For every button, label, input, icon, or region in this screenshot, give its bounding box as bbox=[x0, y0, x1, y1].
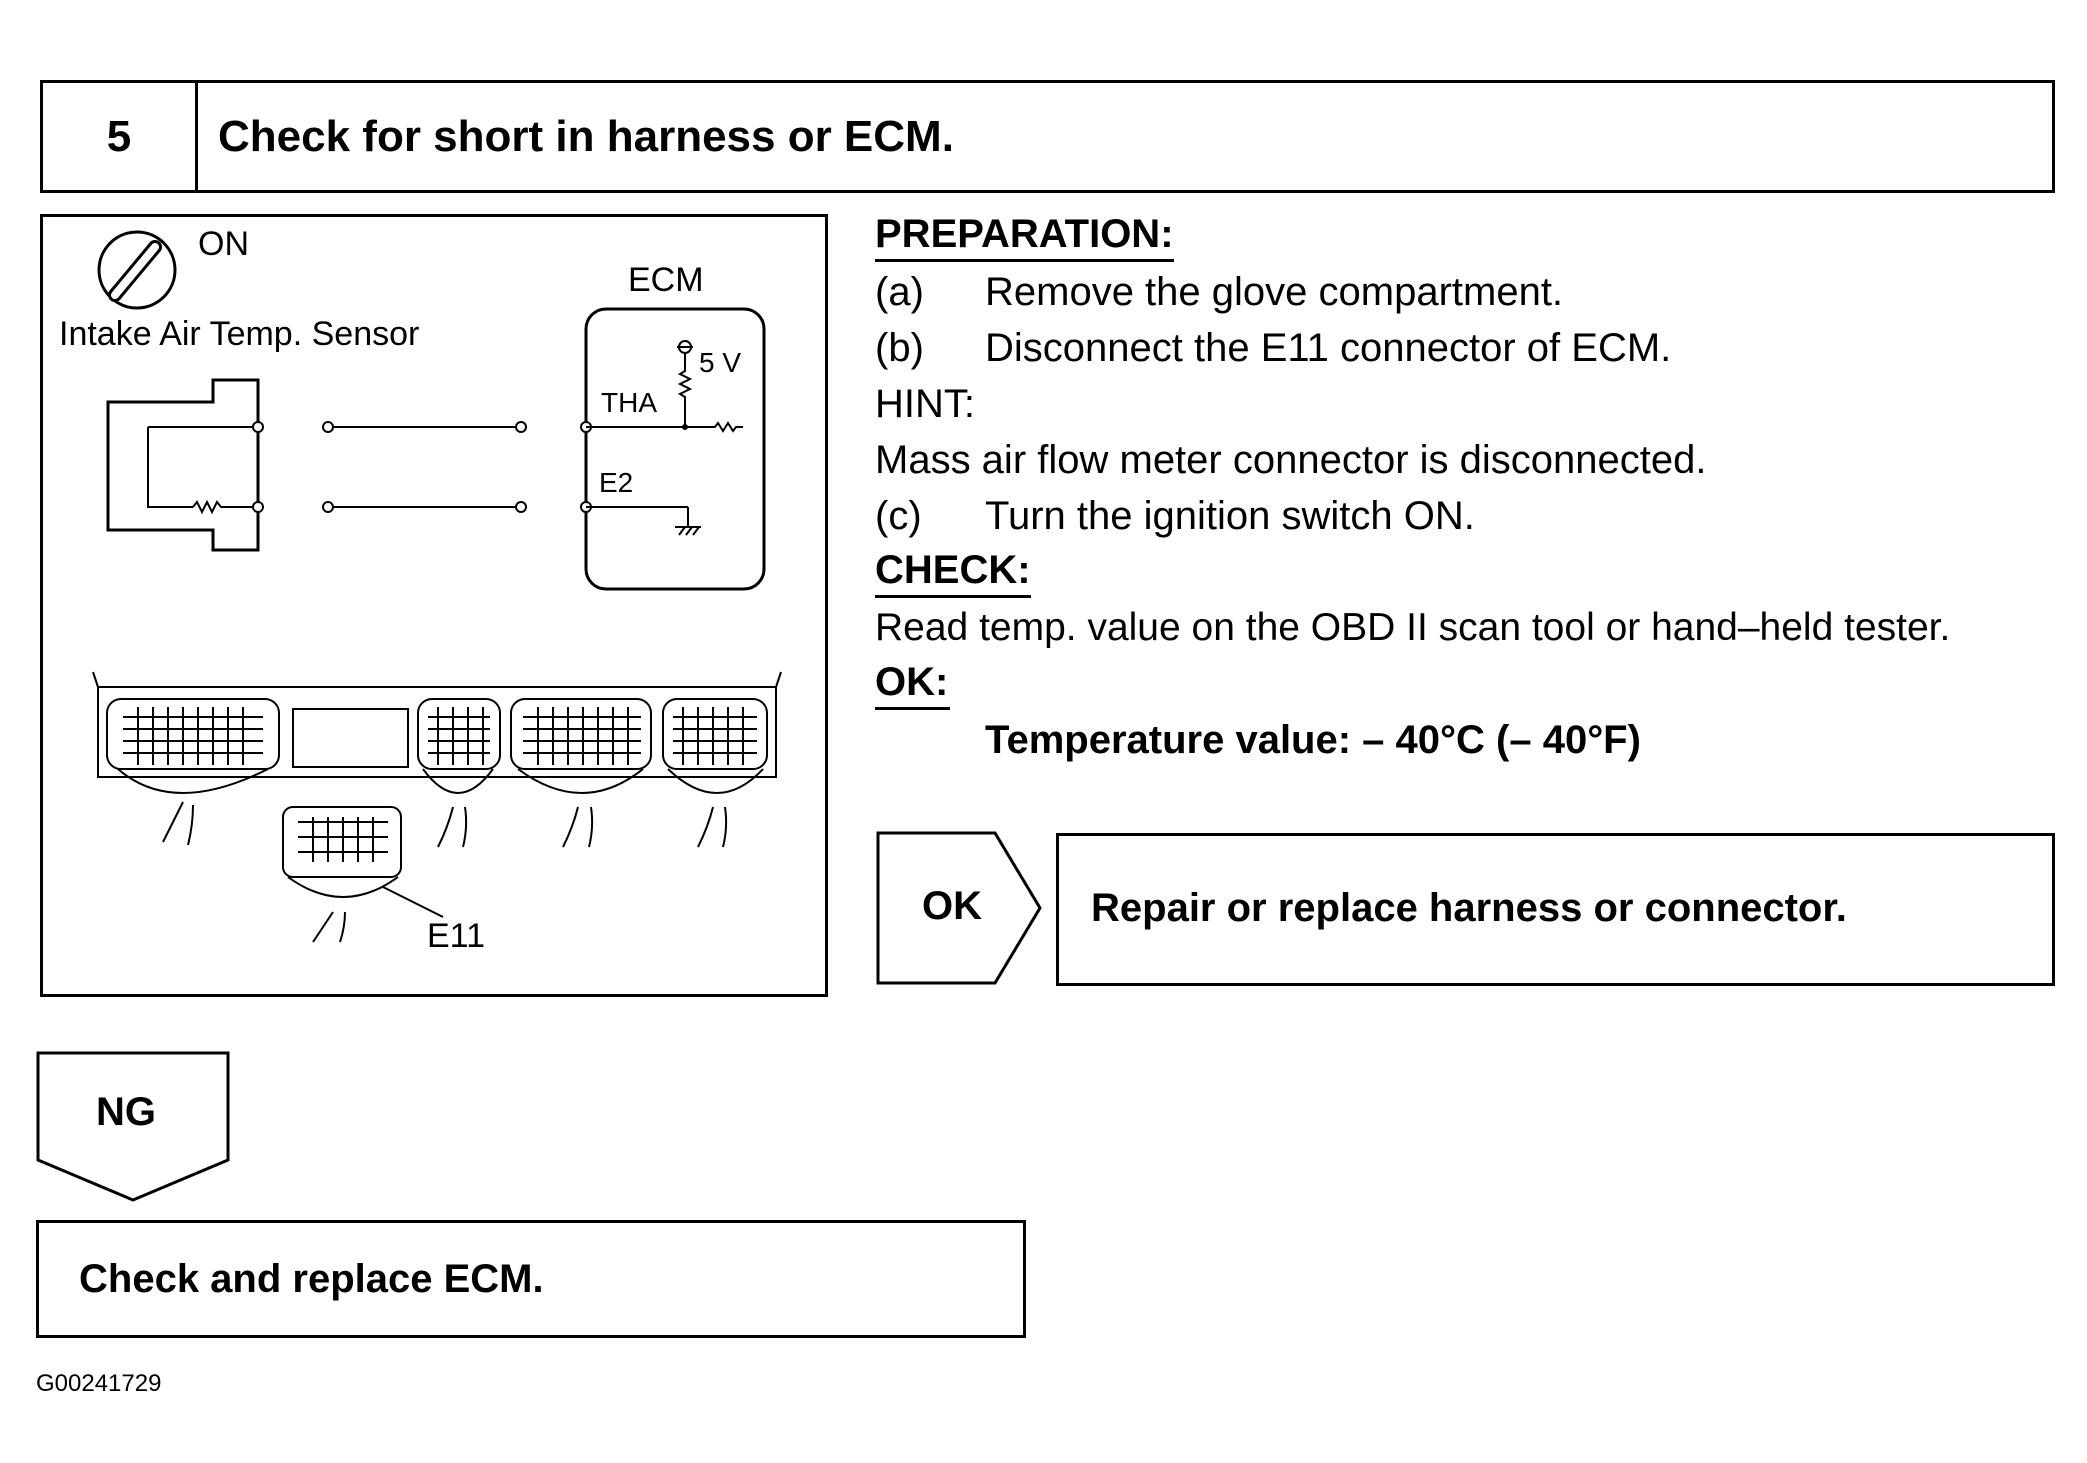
prep-item-a-text: Remove the glove compartment. bbox=[985, 270, 1564, 314]
ok-heading: OK: bbox=[875, 660, 950, 710]
ok-action-text: Repair or replace harness or connector. bbox=[1091, 886, 1847, 930]
tha-label: THA bbox=[601, 387, 657, 418]
ok-value: Temperature value: – 40°C (– 40°F) bbox=[985, 718, 1641, 762]
ng-arrow-shape bbox=[36, 1051, 230, 1202]
prep-item-c-key: (c) bbox=[875, 494, 922, 538]
prep-item-c-text: Turn the ignition switch ON. bbox=[985, 494, 1475, 538]
prep-item-a-key: (a) bbox=[875, 270, 924, 314]
prep-item-a: (a) Remove the glove compartment. bbox=[875, 270, 1563, 315]
ng-action-box: Check and replace ECM. bbox=[36, 1220, 1026, 1338]
step-header: 5 Check for short in harness or ECM. bbox=[40, 80, 2055, 193]
ignition-switch-icon bbox=[97, 230, 177, 310]
hint-label: HINT: bbox=[875, 382, 975, 426]
ignition-on-label: ON bbox=[198, 225, 249, 263]
check-heading: CHECK: bbox=[875, 548, 1031, 598]
ecm-unit-drawing bbox=[92, 671, 782, 943]
ecm-label: ECM bbox=[628, 261, 704, 299]
e2-label: E2 bbox=[599, 467, 634, 498]
prep-item-b-text: Disconnect the E11 connector of ECM. bbox=[985, 326, 1672, 370]
prep-item-c: (c) Turn the ignition switch ON. bbox=[875, 494, 1475, 539]
preparation-heading: PREPARATION: bbox=[875, 212, 1174, 262]
hint-text: Mass air flow meter connector is disconn… bbox=[875, 438, 1707, 482]
ok-arrow-shape bbox=[876, 831, 1042, 985]
diagram-panel: ON Intake Air Temp. Sensor ECM 5 V THA E… bbox=[40, 214, 828, 997]
wiring-diagram bbox=[92, 230, 782, 943]
step-number: 5 bbox=[43, 83, 198, 190]
ok-action-box: Repair or replace harness or connector. bbox=[1056, 833, 2055, 986]
figure-id: G00241729 bbox=[36, 1370, 162, 1397]
step-title: Check for short in harness or ECM. bbox=[218, 111, 954, 161]
voltage-label: 5 V bbox=[699, 347, 742, 378]
prep-item-b-key: (b) bbox=[875, 326, 924, 370]
ng-action-text: Check and replace ECM. bbox=[79, 1257, 544, 1301]
sensor-label: Intake Air Temp. Sensor bbox=[59, 315, 420, 353]
prep-item-b: (b) Disconnect the E11 connector of ECM. bbox=[875, 326, 1671, 371]
harness-wires bbox=[322, 421, 527, 513]
ecm-box-shape bbox=[580, 307, 766, 591]
connector-e11-label: E11 bbox=[427, 917, 485, 955]
ng-branch-label: NG bbox=[96, 1090, 156, 1134]
ok-branch-label: OK bbox=[922, 884, 982, 928]
check-text: Read temp. value on the OBD II scan tool… bbox=[875, 606, 1951, 649]
sensor-connector-shape bbox=[106, 378, 264, 552]
